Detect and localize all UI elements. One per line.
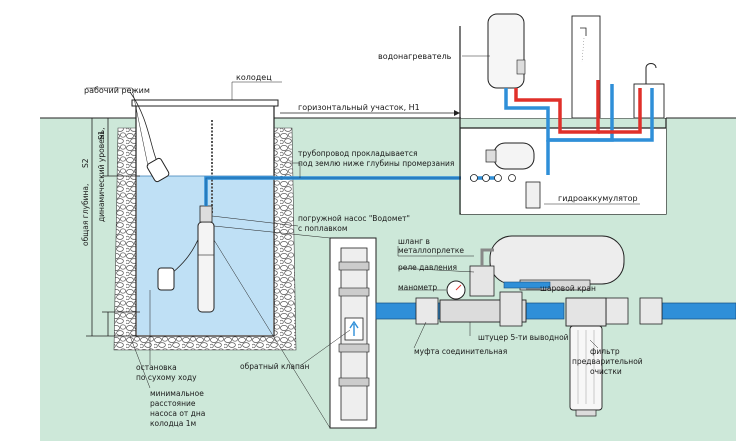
float-working <box>146 157 170 183</box>
label-pipeline-1: трубопровод прокладывается <box>298 149 418 158</box>
pressure-relay-body <box>469 265 495 297</box>
label-check-valve: обратный клапан <box>240 362 309 371</box>
label-min-1: минимальное <box>150 389 204 398</box>
label-well: колодец <box>236 73 272 82</box>
label-manometer: манометр <box>398 283 437 292</box>
label-fitting: штуцер 5-ти выводной <box>478 333 569 342</box>
label-min-4: колодца 1м <box>150 419 196 428</box>
leader-lines <box>86 55 640 389</box>
label-pressure-relay: реле давления <box>398 263 457 272</box>
water-heater <box>487 13 525 89</box>
label-stop-2: по сухому ходу <box>136 373 197 382</box>
label-filter-3: очистки <box>590 367 622 376</box>
pump-head <box>199 205 213 223</box>
braided-hose <box>480 248 494 266</box>
label-filter-1: фильтр <box>590 347 620 356</box>
accumulator-relay <box>485 149 497 163</box>
label-stop-1: остановка <box>136 363 177 372</box>
basement-filter <box>525 181 541 209</box>
zoom-connector-2 <box>213 239 331 429</box>
label-s2: S2 <box>81 158 90 168</box>
horizontal-arrow-head <box>454 110 460 116</box>
label-working-mode: рабочий режим <box>84 86 150 95</box>
label-pipeline-2: под землю ниже глубины промерзания <box>298 159 454 168</box>
prefilter-head <box>565 297 607 327</box>
label-min-3: насоса от дна <box>150 409 205 418</box>
main-blue-pipe-mid <box>523 302 565 320</box>
label-accumulator: гидроаккумулятор <box>558 194 638 203</box>
couplings <box>415 297 663 325</box>
shower-head <box>580 27 587 36</box>
check-valve-arrow-icon <box>349 320 359 336</box>
label-min-2: расстояние <box>150 399 196 408</box>
label-ball-valve: шаровой кран <box>540 284 596 293</box>
well-head <box>131 99 279 107</box>
ball-valve-body <box>499 291 523 327</box>
hot-pipes <box>514 80 642 134</box>
label-water-heater: водонагреватель <box>378 52 452 61</box>
label-pump-1: погружной насос "Водомет" <box>298 214 410 223</box>
label-hose-2: металлопрлетке <box>398 246 464 255</box>
label-pump-2: с поплавком <box>298 224 348 233</box>
float-dry <box>157 267 175 291</box>
label-filter-2: предварительной <box>572 357 643 366</box>
label-coupling: муфта соединительная <box>414 347 507 356</box>
label-horizontal: горизонтальный участок, H1 <box>298 103 420 112</box>
faucet <box>645 63 657 84</box>
basement-room <box>461 128 666 214</box>
accumulator-detail <box>489 235 625 285</box>
main-blue-pipe-right <box>661 302 736 320</box>
label-dyn-level: динамический уровень, <box>97 128 106 222</box>
label-s1: S1 <box>97 130 106 140</box>
label-hose-1: шланг в <box>398 237 430 246</box>
manometer-needle <box>455 284 462 291</box>
shower-spray <box>581 37 585 63</box>
pipe-pump-to-house-outline <box>205 177 470 206</box>
prefilter-cap <box>575 409 597 417</box>
zoom-connector-1 <box>213 225 331 239</box>
ball-valve-handle <box>503 281 551 289</box>
prefilter-cartridge <box>577 330 595 404</box>
submersible-pump <box>197 221 215 313</box>
label-total-depth: общая глубина, <box>81 184 90 246</box>
valve-bands <box>338 261 370 387</box>
water-heater-control <box>516 59 526 75</box>
basement-fittings <box>470 174 516 182</box>
depth-ticks <box>86 117 140 337</box>
hydro-accumulator <box>493 142 535 170</box>
